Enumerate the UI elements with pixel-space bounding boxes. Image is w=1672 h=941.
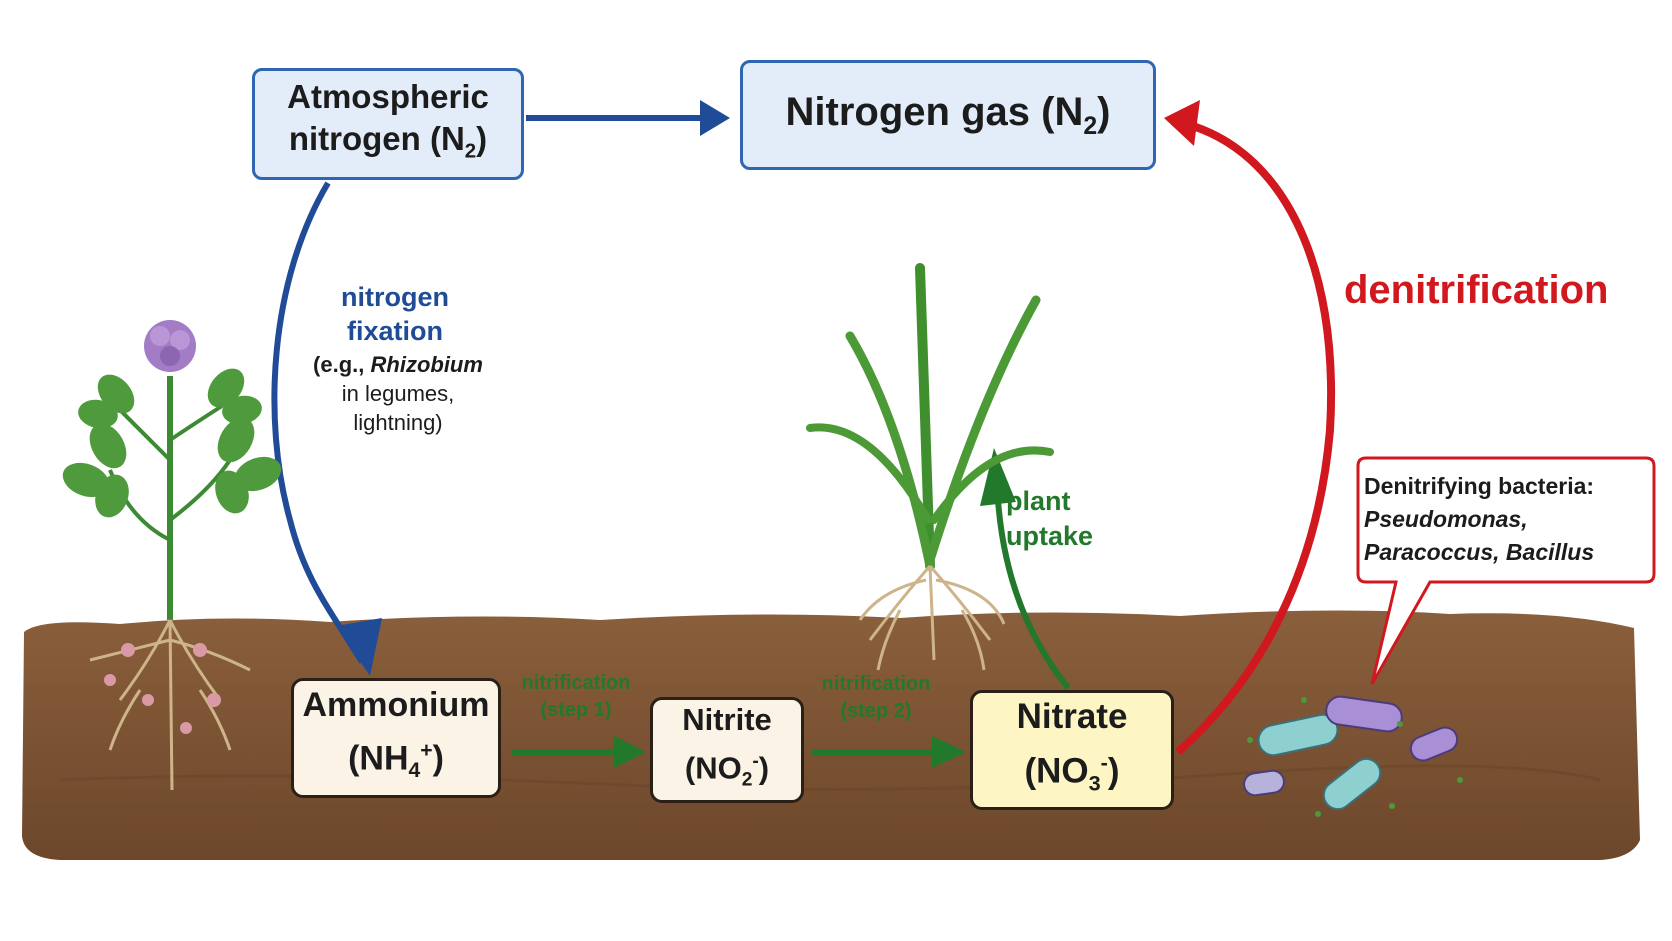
nitrification-2-label: nitrification (step 2) — [808, 671, 944, 725]
atmospheric-close: ) — [476, 119, 488, 157]
fixation-note-line2: in legumes, — [341, 381, 455, 406]
fixation-note: (e.g., Rhizobium in legumes, lightning) — [300, 350, 496, 437]
fixation-note-line3: lightning) — [353, 410, 443, 435]
nitrogen-gas-close: ) — [1097, 89, 1111, 134]
nitrification-2-line2: (step 2) — [840, 700, 912, 722]
legume-plant — [62, 320, 282, 791]
nitrogen-gas-subscript: 2 — [1083, 112, 1098, 140]
callout-bubble — [1356, 456, 1656, 685]
nitrate-line1: Nitrate — [1016, 696, 1128, 736]
ammonium-superscript: + — [420, 738, 433, 762]
fixation-label: nitrogen fixation — [300, 280, 490, 348]
nitrification-1-line1: nitrification — [521, 672, 631, 694]
nitrite-superscript: - — [752, 750, 759, 772]
ammonium-box: Ammonium (NH4+) — [291, 678, 501, 798]
nitrite-line2: (NO — [684, 750, 742, 786]
atmospheric-line1: Atmospheric — [287, 77, 489, 115]
uptake-arrow — [995, 499, 1071, 690]
fixation-label-line2: fixation — [346, 316, 443, 346]
fixation-note-organism: Rhizobium — [370, 352, 483, 377]
nitrification-2-line1: nitrification — [821, 673, 931, 695]
nitrification-2-arrowhead — [932, 736, 966, 768]
fixation-arrowhead — [336, 618, 382, 676]
soil-layer — [22, 610, 1640, 860]
ammonium-close: ) — [432, 739, 444, 778]
ammonium-line1: Ammonium — [302, 685, 490, 724]
nitrate-close: ) — [1107, 751, 1120, 791]
ammonium-subscript: 4 — [408, 759, 421, 783]
nitrogen-gas-box: Nitrogen gas (N2) — [740, 60, 1156, 170]
uptake-label-line2: uptake — [1006, 521, 1094, 551]
denitrification-label: denitrification — [1344, 268, 1609, 312]
nitrite-box: Nitrite (NO2-) — [650, 697, 804, 803]
nitrite-subscript: 2 — [741, 769, 753, 791]
fixation-note-open: (e.g., — [313, 352, 371, 377]
nitrogen-gas-text: Nitrogen gas (N — [785, 89, 1084, 134]
callout-title: Denitrifying bacteria: — [1364, 473, 1595, 499]
atmospheric-subscript: 2 — [464, 139, 477, 163]
atm-to-n2-arrowhead — [700, 100, 730, 136]
denitrification-arrowhead — [1164, 100, 1200, 146]
uptake-arrowhead — [980, 448, 1016, 506]
denitrification-arrow — [1175, 120, 1335, 756]
ammonium-line2: (NH — [348, 739, 409, 778]
fixation-arrow — [271, 181, 365, 664]
nitrification-1-arrowhead — [614, 736, 646, 768]
fixation-label-line1: nitrogen — [341, 282, 449, 312]
grass-plant — [806, 263, 1054, 671]
bacteria-cluster — [1243, 695, 1463, 817]
callout-genus1: Pseudomonas, — [1364, 506, 1528, 532]
denitrifying-bacteria-callout: Denitrifying bacteria: Pseudomonas, Para… — [1364, 470, 1632, 569]
nitrate-superscript: - — [1100, 749, 1108, 775]
nitrite-close: ) — [758, 750, 770, 786]
atmospheric-line2: nitrogen (N — [288, 119, 465, 157]
nitrite-line1: Nitrite — [682, 701, 772, 737]
nitrification-1-line2: (step 1) — [540, 699, 612, 721]
nitrate-box: Nitrate (NO3-) — [970, 690, 1174, 810]
uptake-label-line1: plant — [1006, 486, 1071, 516]
nitrification-1-label: nitrification (step 1) — [508, 670, 644, 724]
callout-genus2: Paracoccus, Bacillus — [1364, 539, 1595, 565]
nitrate-line2: (NO — [1024, 751, 1089, 791]
plant-uptake-label: plant uptake — [1006, 484, 1116, 554]
nitrate-subscript: 3 — [1088, 770, 1101, 796]
atmospheric-nitrogen-box: Atmospheric nitrogen (N2) — [252, 68, 524, 180]
